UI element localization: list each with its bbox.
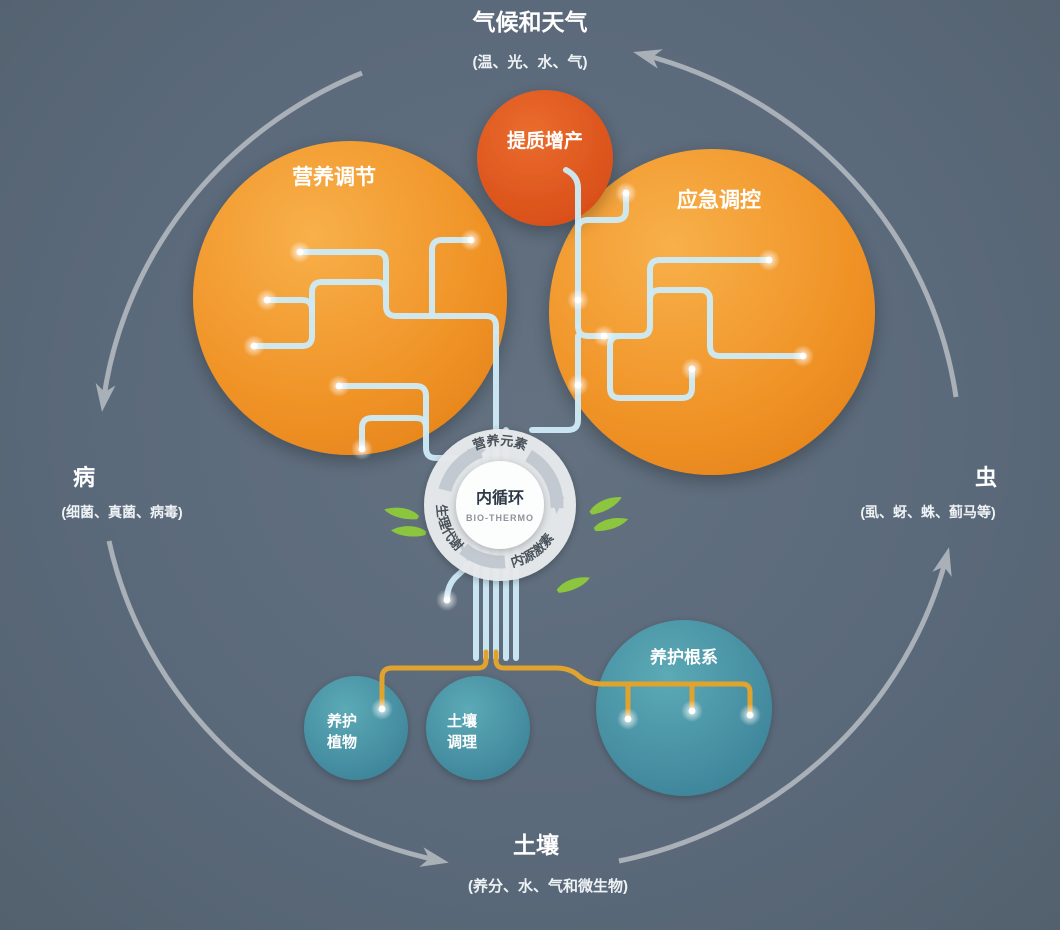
glow-node (460, 229, 482, 251)
bubble-labels: 营养调节 提质增产 应急调控 养护根系 养护 植物 土壤 调理 (292, 129, 761, 751)
disease-title: 病 (73, 465, 95, 490)
leaf-icon (587, 496, 624, 515)
insect-title: 虫 (975, 465, 997, 490)
cycle-arrows (95, 49, 959, 867)
soil-conditioning-label-line2: 调理 (447, 734, 477, 751)
ring-arrow-right (524, 449, 565, 514)
outer-node-labels: 气候和天气 (温、光、水、气) 病 (细菌、真菌、病毒) 虫 (虱、蚜、蛛、蓟马… (61, 9, 997, 895)
glow-node (617, 708, 639, 730)
glow-node (328, 375, 350, 397)
insect-subtitle: (虱、蚜、蛛、蓟马等) (860, 504, 995, 520)
branch-line (267, 297, 315, 313)
branch-line (563, 167, 581, 329)
glow-node (436, 589, 458, 611)
cycle-arc-bottom-left (106, 540, 449, 867)
branch-line (529, 333, 581, 433)
leaf-icon (390, 521, 428, 543)
ring-arrow-left (438, 445, 487, 493)
soil-conditioning-label-line1: 土壤 (447, 712, 478, 730)
glow-node (758, 249, 780, 271)
emergency-label: 应急调控 (677, 188, 761, 212)
glow-node (681, 700, 703, 722)
glow-node (739, 704, 761, 726)
glow-node (593, 325, 615, 347)
inner-cycle-title: 内循环 (476, 488, 524, 507)
glow-node (371, 698, 393, 720)
leaf-icon (555, 576, 591, 593)
glow-node (351, 438, 373, 460)
cycle-arc-top-left (95, 70, 363, 412)
branch-line (254, 279, 389, 349)
glow-node (567, 289, 589, 311)
branch-line (647, 287, 803, 359)
glow-node (792, 345, 814, 367)
leaf-icon (593, 517, 629, 533)
inner-cycle-subtitle: BIO-THERMO (466, 513, 534, 523)
root-care-label: 养护根系 (649, 647, 718, 667)
plant-care-label-line1: 养护 (326, 712, 357, 730)
climate-subtitle: (温、光、水、气) (473, 53, 588, 71)
root-line (493, 649, 753, 715)
nutrition-circle (193, 141, 507, 455)
quality-circle (477, 90, 613, 226)
root-line (379, 649, 489, 709)
branch-line (575, 193, 629, 233)
cycle-arc-top-right (633, 49, 959, 398)
cycle-arc-bottom-right (618, 547, 952, 864)
glow-node (681, 358, 703, 380)
soil-conditioning-circle (426, 676, 530, 780)
soil-subtitle: (养分、水、气和微生物) (468, 877, 628, 895)
glow-node (243, 335, 265, 357)
nutrition-label: 营养调节 (292, 165, 376, 189)
branch-line (300, 249, 499, 335)
leaf-icon (384, 505, 420, 523)
soil-title: 土壤 (513, 832, 560, 858)
branch-line (359, 415, 429, 449)
inner-cycle-medallion: 营养元素 生理代谢 内源激素 内循环 BIO-THERMO (424, 429, 576, 581)
ring-arrow-bottom (458, 543, 506, 569)
disease-subtitle: (细菌、真菌、病毒) (61, 504, 182, 520)
medallion-core (456, 461, 544, 549)
glow-node (256, 289, 278, 311)
branch-line (575, 257, 769, 339)
branch-line (429, 237, 471, 319)
glow-node (289, 241, 311, 263)
glow-node (615, 182, 637, 204)
climate-title: 气候和天气 (472, 9, 588, 35)
quality-label: 提质增产 (507, 129, 583, 152)
plant-care-label-line2: 植物 (327, 733, 357, 751)
glow-node (567, 374, 589, 396)
